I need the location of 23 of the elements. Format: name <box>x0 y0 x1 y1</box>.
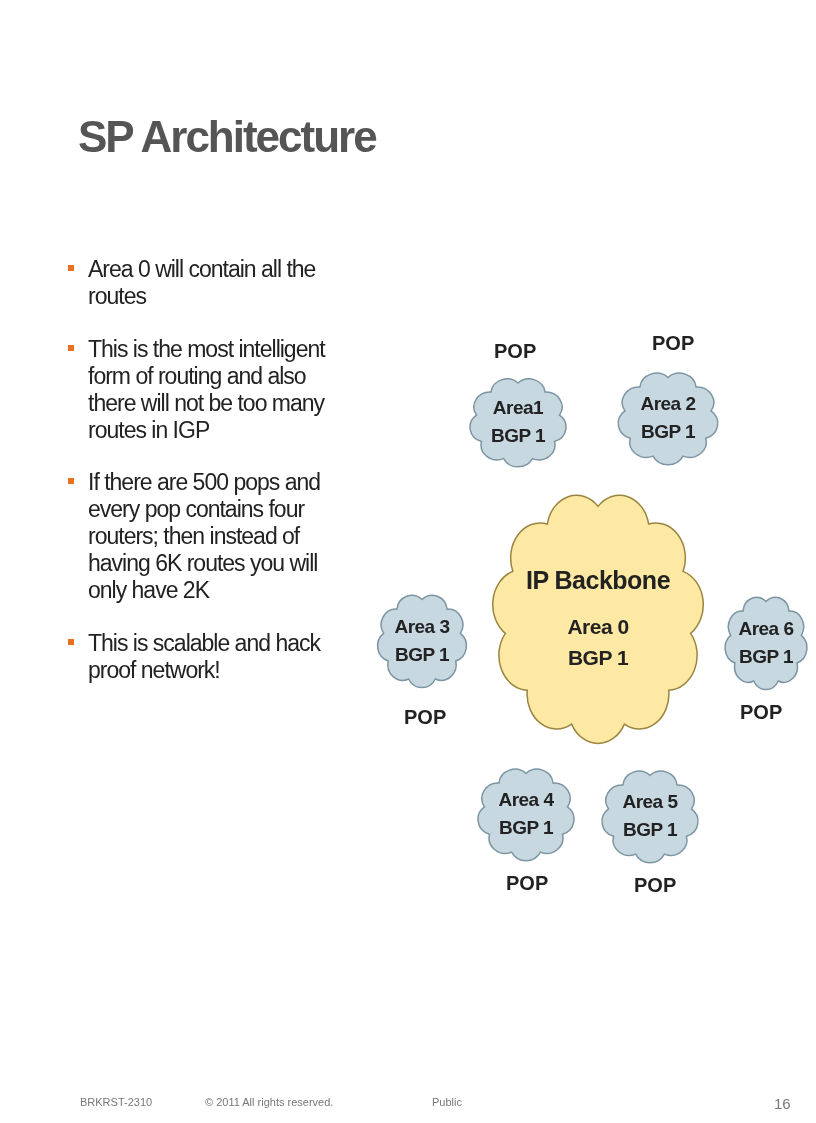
slide-title: SP Architecture <box>78 112 376 162</box>
pop-label: POP <box>506 872 549 895</box>
bullet-text: Area 0 will contain all the routes <box>88 256 316 309</box>
cloud-title: Area1 BGP 1 <box>489 396 547 448</box>
bullet-text: If there are 500 pops and every pop contains four routers; then instead of having 6K routes you will only have 2K <box>88 469 321 604</box>
classification-label: Public <box>432 1096 462 1108</box>
cloud-title: Area 4 BGP 1 <box>497 788 555 840</box>
bullet-text: This is scalable and hack proof network! <box>88 629 320 683</box>
cloud-label: Area 0 BGP 1 <box>566 614 630 671</box>
cloud-title: Area 2 BGP 1 <box>639 392 697 444</box>
pop-label: POP <box>634 874 677 897</box>
footer-code: BRKRST-2310 <box>80 1096 153 1108</box>
cloud-title: Area 6 BGP 1 <box>737 616 795 669</box>
pop-label: POP <box>652 332 695 355</box>
pop-label: POP <box>740 701 783 724</box>
cloud-title: Area 5 BGP 1 <box>621 790 679 842</box>
bullet-text: This is the most intelligent form of routing and also there will not be too many routes in IGP <box>88 335 325 443</box>
cloud-title: IP Backbone <box>524 564 672 596</box>
pop-label: POP <box>494 340 537 363</box>
pop-label: POP <box>404 706 447 729</box>
copyright-notice: © 2011 All rights reserved. <box>205 1096 334 1108</box>
page-number: 16 <box>774 1095 791 1112</box>
cloud-title: Area 3 BGP 1 <box>393 614 451 667</box>
